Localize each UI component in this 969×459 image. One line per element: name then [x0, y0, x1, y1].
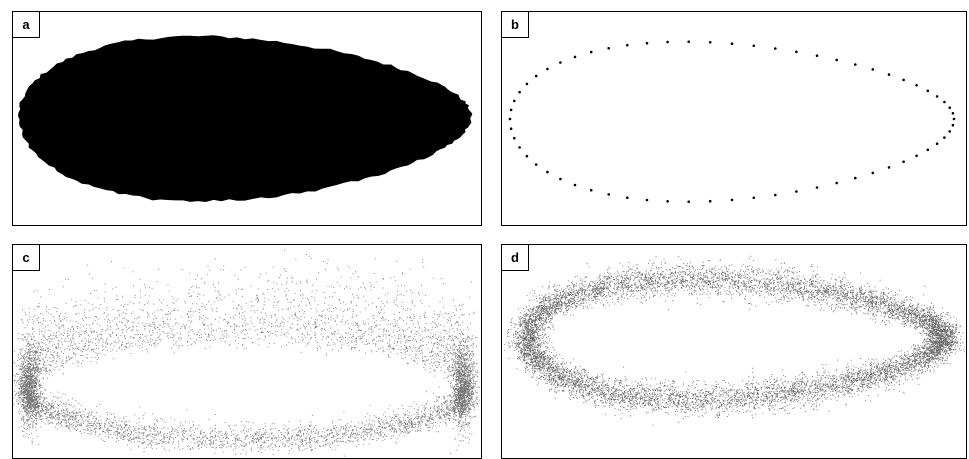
outline-dot: [951, 123, 955, 127]
outline-dot: [573, 183, 577, 187]
outline-dot: [559, 61, 562, 64]
outline-dot: [915, 154, 918, 158]
outline-dot: [626, 43, 629, 47]
outline-dot: [854, 176, 857, 180]
outline-dot: [795, 190, 798, 193]
outline-dot: [645, 198, 649, 202]
outline-dot: [948, 106, 951, 109]
outline-dot: [752, 196, 756, 200]
outline-dot: [589, 50, 593, 54]
outline-dot: [952, 117, 956, 121]
outline-dot: [589, 188, 593, 192]
panel-c-scattered-point-cloud: c: [12, 244, 482, 459]
outline-dot: [513, 136, 516, 140]
outline-dot: [509, 108, 513, 112]
outline-dot: [943, 136, 946, 139]
panel-b-dotted-outline: b: [501, 11, 967, 226]
outline-dot: [525, 154, 529, 158]
dotted-outline-drawing: [508, 40, 956, 203]
outline-dot: [687, 200, 690, 203]
panel-label-c: c: [13, 245, 40, 271]
outline-dot: [730, 42, 734, 45]
outline-dot: [935, 95, 939, 98]
outline-dot: [752, 44, 756, 48]
outline-dot: [518, 146, 521, 149]
outline-dot: [708, 199, 712, 203]
outline-dot: [607, 193, 610, 196]
outline-dot: [915, 84, 918, 87]
outline-dot: [666, 40, 669, 44]
outline-dot: [815, 54, 819, 57]
ring-cloud-drawing: [504, 255, 965, 426]
outline-dot: [902, 160, 905, 163]
outline-dot: [573, 55, 577, 59]
filled-teardrop-silhouette: [18, 35, 473, 203]
outline-dot: [508, 117, 512, 121]
outline-dot: [887, 73, 891, 76]
outline-dot: [795, 50, 798, 54]
outline-dot: [708, 41, 712, 44]
panel-a-solid-silhouette: a: [12, 11, 482, 226]
outline-dot: [871, 68, 875, 71]
silhouette-drawing: [18, 35, 473, 203]
outline-dot: [948, 130, 951, 133]
outline-dot: [935, 142, 939, 145]
outline-dot: [687, 40, 690, 43]
scatter-point-cloud: [13, 249, 480, 457]
outline-dot: [518, 90, 521, 94]
scatter-points: [13, 249, 480, 457]
outline-dot: [774, 47, 777, 50]
outline-dot: [626, 196, 629, 199]
point-cloud-drawing: [13, 249, 480, 457]
outline-dot: [546, 67, 549, 71]
outline-dot: [559, 177, 562, 181]
outline-dot: [902, 78, 905, 82]
panel-label-d: d: [502, 245, 529, 271]
outline-dot: [835, 58, 838, 62]
outline-dot: [513, 99, 516, 103]
outline-dot: [887, 166, 891, 169]
outline-dot: [943, 100, 946, 104]
outline-dot: [645, 41, 649, 45]
outline-dot: [546, 170, 549, 174]
outline-dot: [607, 46, 610, 50]
panel-d-ring-point-cloud: d: [501, 244, 967, 459]
panel-label-b: b: [502, 12, 529, 38]
outline-dot: [815, 186, 819, 189]
ring-point-cloud: [504, 255, 965, 426]
outline-dot: [854, 63, 857, 66]
outline-dot: [534, 163, 538, 166]
outline-dot: [774, 193, 777, 197]
outline-dot: [926, 89, 930, 93]
outline-dot: [534, 74, 538, 78]
outline-dot: [525, 82, 529, 86]
outline-dot: [666, 200, 669, 203]
outline-dot: [926, 148, 930, 152]
outline-dot: [951, 112, 955, 115]
outline-dot: [871, 171, 875, 175]
outline-dot: [730, 198, 734, 202]
outline-dot: [509, 127, 513, 130]
panel-label-a: a: [13, 12, 40, 38]
outline-dot: [835, 181, 838, 185]
